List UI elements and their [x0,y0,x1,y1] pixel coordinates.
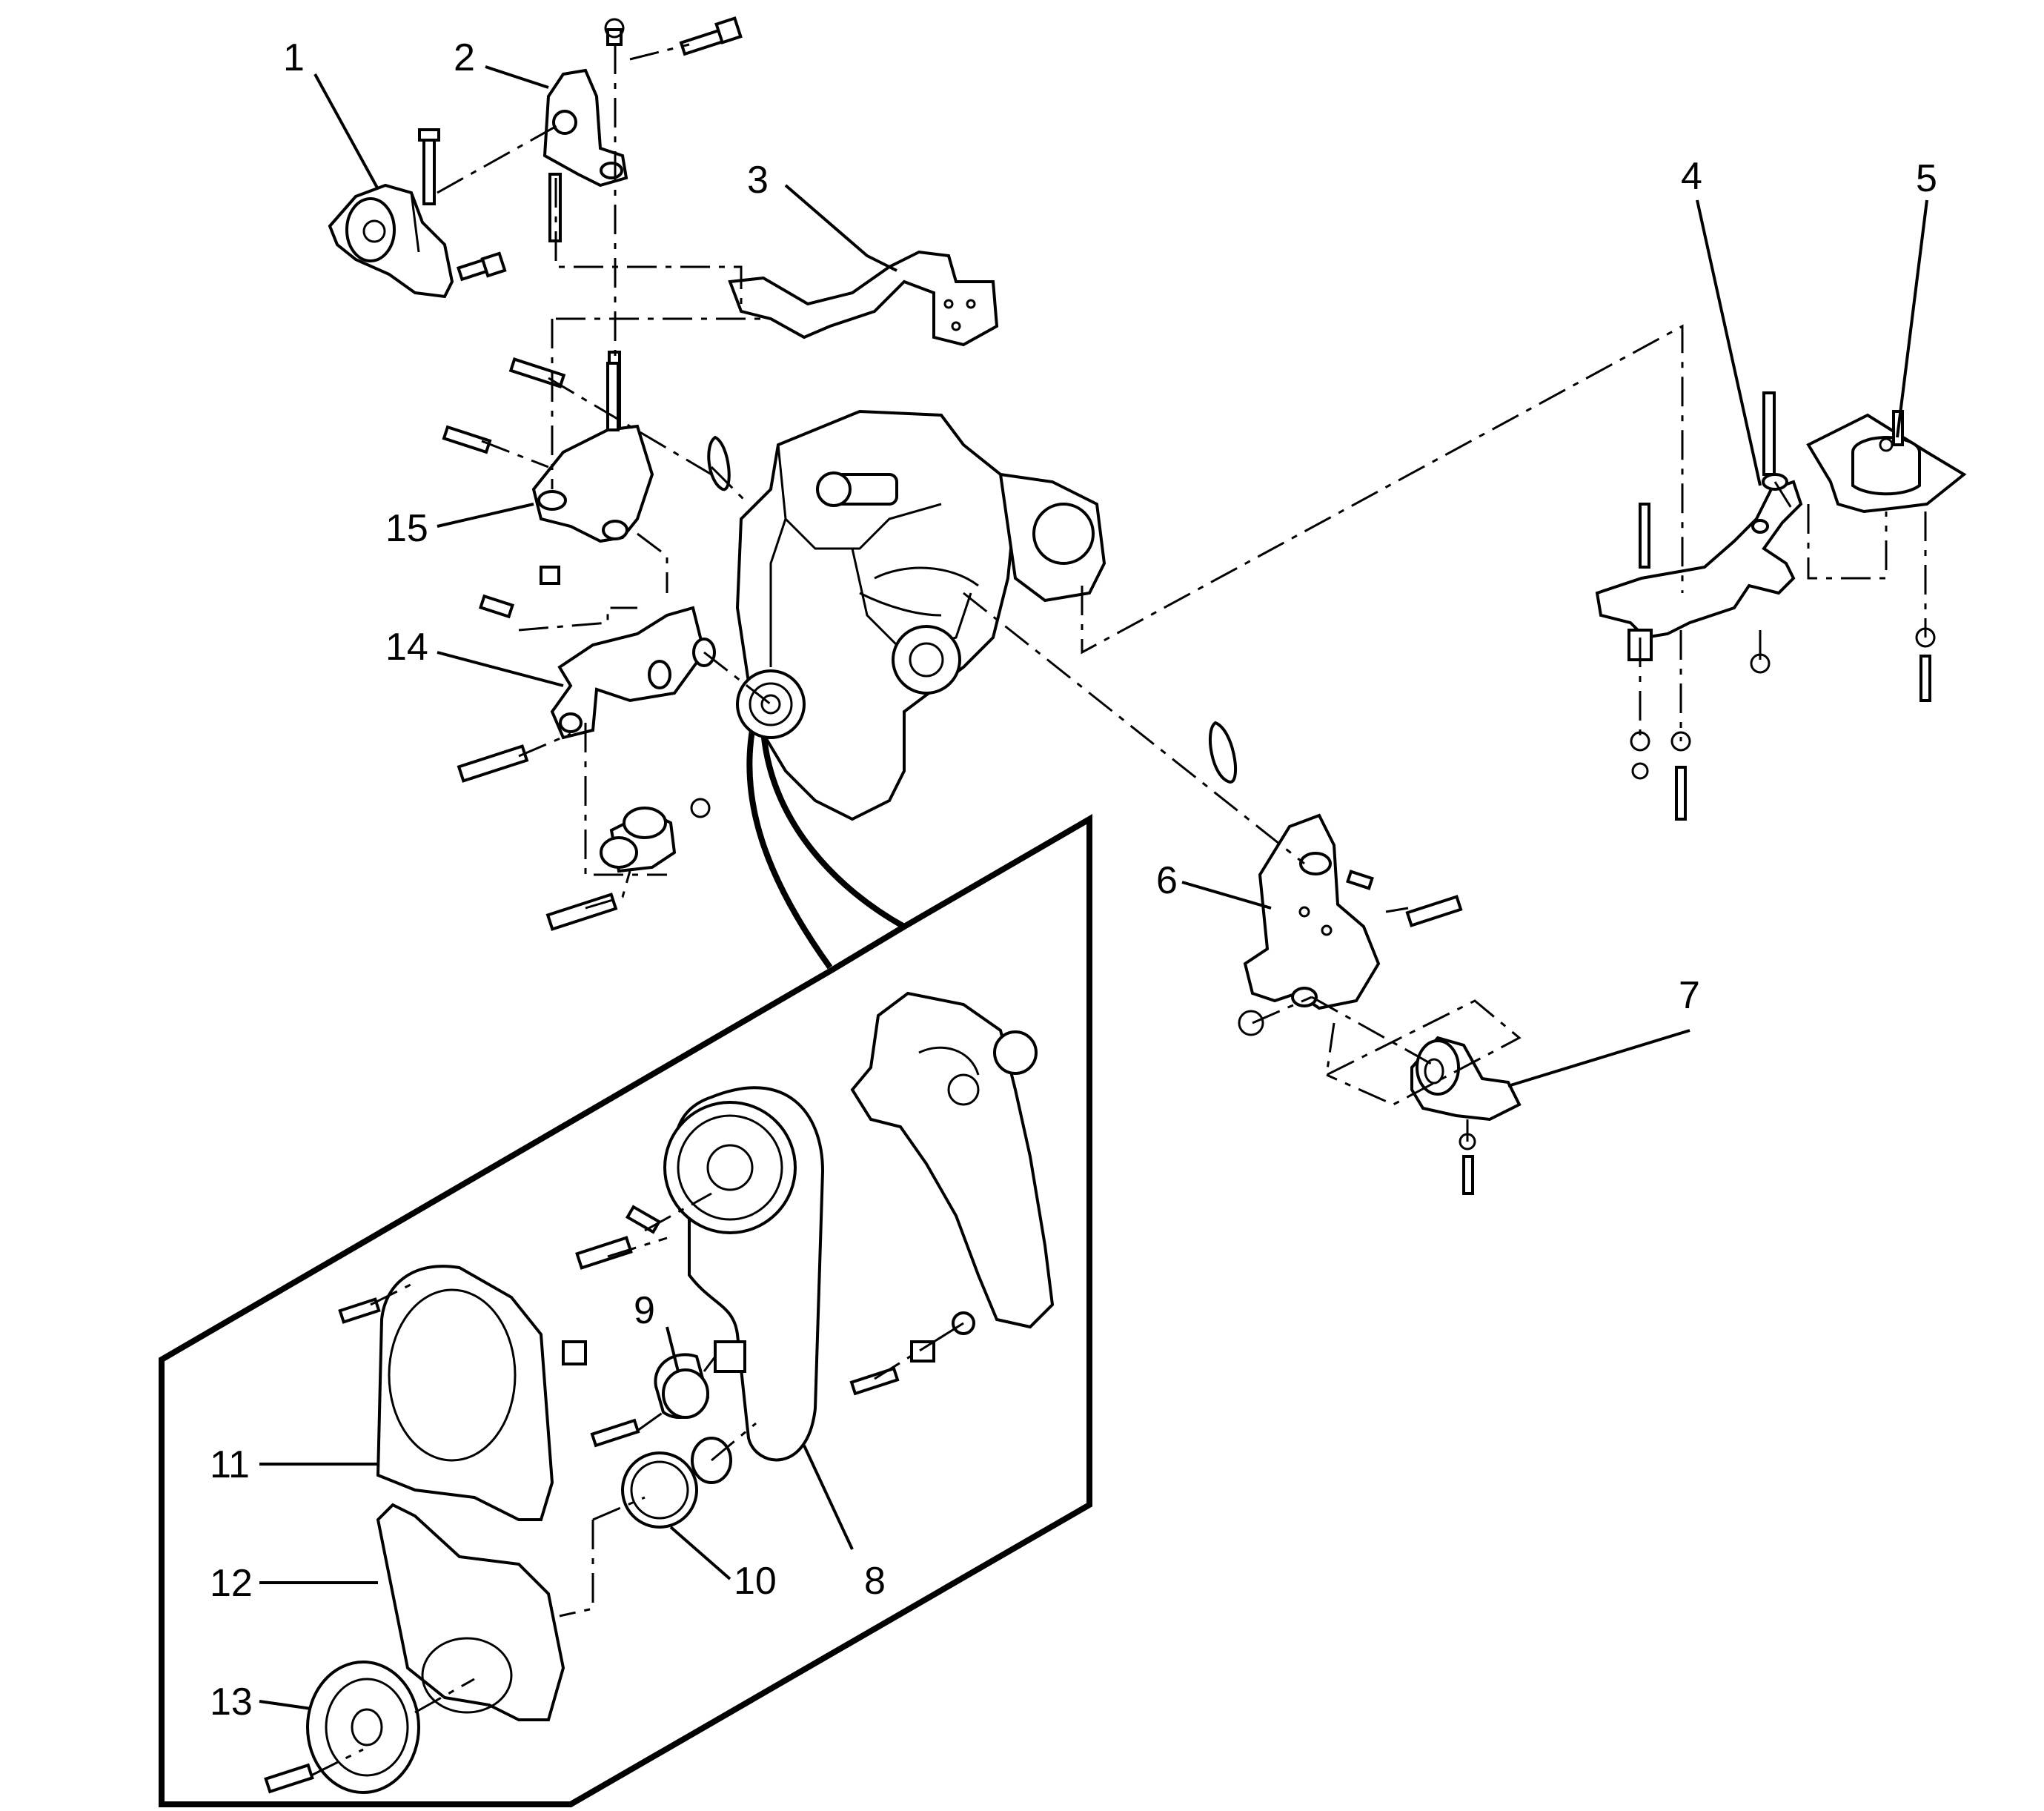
part-11-upper-cover [376,1265,554,1521]
inset-boundary [159,814,1092,1807]
part-14-bracket [457,594,716,931]
callout-6: 6 [1156,859,1178,902]
part-2-bracket [542,16,743,428]
cover-slot [918,1046,980,1076]
small-clip [562,1340,587,1365]
inset-leader-curve-2 [760,729,906,930]
callout-13: 13 [210,1681,253,1724]
callout-4: 4 [1681,155,1702,198]
callout-5: 5 [1916,157,1937,200]
cover-bolt [338,1297,381,1324]
callout-3: 3 [747,159,769,202]
callout-9: 9 [634,1289,655,1332]
callout-8: 8 [864,1560,886,1603]
callout-12: 12 [210,1562,253,1605]
callout-10: 10 [734,1560,777,1603]
rear-cover [850,991,1055,1329]
part-1-mount [328,128,507,299]
part-15-bracket [442,357,654,585]
part-7-mount [1410,1036,1522,1195]
callout-2: 2 [454,36,475,79]
o-ring [993,1030,1038,1075]
inset-leader-curve-1 [746,729,833,970]
part-4-bracket [1595,391,1803,821]
assembly-lines [311,43,1927,1777]
leader-lines [259,65,1928,1710]
callout-14: 14 [385,626,428,669]
gasket-upper [707,435,731,491]
part-9-tensioner [590,1340,746,1448]
part-3-bracket [728,250,999,347]
gasket-right [1209,721,1237,784]
callout-11: 11 [210,1443,250,1486]
callout-1: 1 [283,36,305,79]
part-6-bracket [1238,813,1463,1036]
engine-assembly [735,409,1106,821]
part-13-damper-pulley [264,1661,420,1794]
part-10-crank-sprocket [621,1437,732,1529]
callout-labels: 1 2 3 4 5 6 7 8 9 10 11 12 13 14 15 [210,36,1937,1724]
callout-15: 15 [385,507,428,550]
inset-bolt [849,1366,900,1396]
callout-7: 7 [1679,974,1700,1017]
